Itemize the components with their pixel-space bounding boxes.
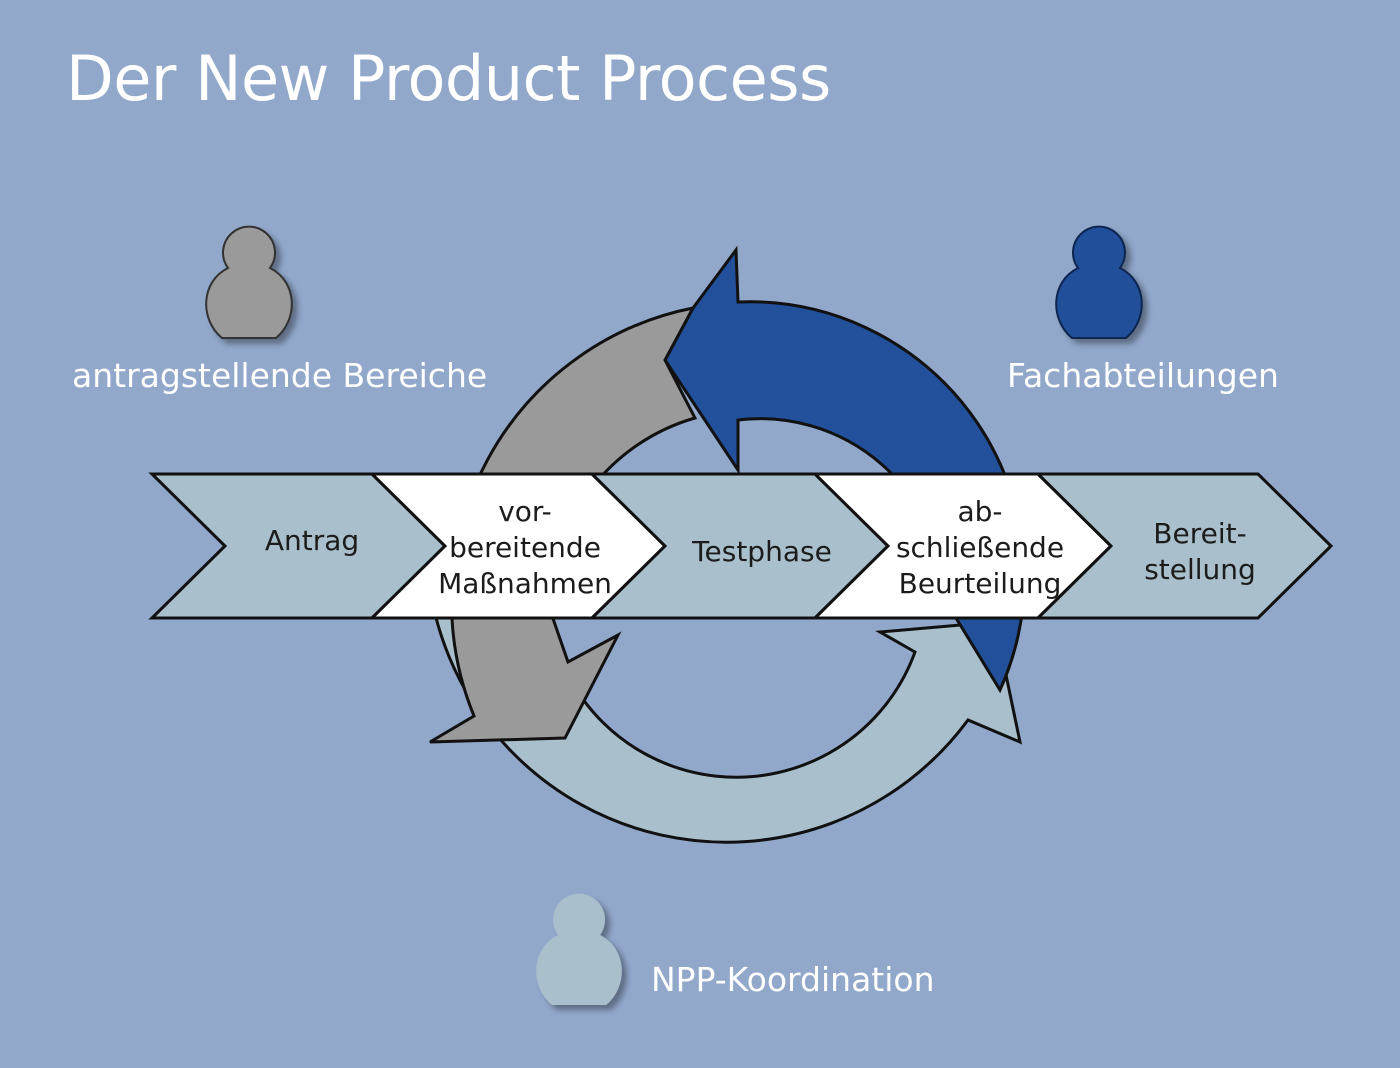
stage-label-abschliessende: ab- schließende Beurteilung	[895, 495, 1065, 600]
stage-label-antrag: Antrag	[264, 524, 360, 557]
role-label-requester: antragstellende Bereiche	[72, 356, 488, 395]
person-icon-coordination	[536, 893, 622, 1005]
person-icon-requester	[205, 225, 293, 339]
blue-cycle-arrow	[663, 245, 1026, 694]
page-title: Der New Product Process	[66, 42, 831, 115]
role-label-departments: Fachabteilungen	[1007, 356, 1279, 395]
stage-label-vorbereitende: vor- bereitende Maßnahmen	[438, 495, 612, 600]
role-label-coordination: NPP-Koordination	[651, 960, 935, 999]
stage-chevron-bereitstellung	[1034, 472, 1334, 620]
stage-label-testphase: Testphase	[692, 535, 832, 568]
stage-label-bereitstellung: Bereit- stellung	[1144, 517, 1256, 586]
process-chevrons	[148, 472, 1334, 620]
light-cycle-arrow	[430, 598, 1023, 844]
person-icon-departments	[1055, 225, 1143, 339]
